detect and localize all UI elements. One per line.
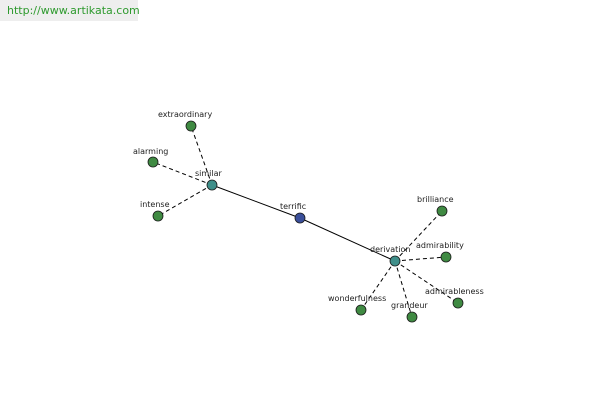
leaf-label-extraordinary[interactable]: extraordinary — [158, 110, 212, 119]
leaf-node-extraordinary[interactable] — [185, 120, 197, 132]
edge-similar-extraordinary — [190, 125, 213, 186]
leaf-label-intense[interactable]: intense — [140, 200, 170, 209]
edge-similar-intense — [157, 184, 213, 217]
center-node-terrific[interactable] — [294, 212, 306, 224]
edge-similar-alarming — [152, 161, 213, 186]
hub-label-derivation[interactable]: derivation — [370, 245, 410, 254]
hub-node-derivation[interactable] — [389, 255, 401, 267]
hub-label-similar[interactable]: similar — [195, 169, 223, 178]
leaf-node-admirableness[interactable] — [452, 297, 464, 309]
leaf-label-admirableness[interactable]: admirableness — [425, 287, 484, 296]
leaf-node-brilliance[interactable] — [436, 205, 448, 217]
source-link[interactable]: http://www.artikata.com — [0, 0, 140, 21]
leaf-node-wonderfulness[interactable] — [355, 304, 367, 316]
edge-terrific-similar — [211, 184, 301, 219]
leaf-label-wonderfulness[interactable]: wonderfulness — [328, 294, 386, 303]
graph-labels: terrific similar derivation extraordinary al… — [133, 110, 484, 310]
center-label-terrific[interactable]: terrific — [280, 202, 306, 211]
leaf-node-grandeur[interactable] — [406, 311, 418, 323]
leaf-node-admirability[interactable] — [440, 251, 452, 263]
leaf-node-intense[interactable] — [152, 210, 164, 222]
leaf-label-grandeur[interactable]: grandeur — [391, 301, 428, 310]
hub-node-similar[interactable] — [206, 179, 218, 191]
leaf-node-alarming[interactable] — [147, 156, 159, 168]
leaf-label-alarming[interactable]: alarming — [133, 147, 168, 156]
edge-derivation-grandeur — [394, 260, 413, 318]
edge-derivation-brilliance — [394, 210, 443, 262]
edge-terrific-derivation — [299, 217, 396, 262]
graph-edges — [152, 125, 459, 318]
edge-derivation-admirability — [394, 256, 447, 262]
leaf-label-admirability[interactable]: admirability — [416, 241, 464, 250]
leaf-label-brilliance[interactable]: brilliance — [417, 195, 454, 204]
edge-derivation-admirableness — [394, 260, 459, 304]
graph-nodes — [147, 120, 464, 323]
edge-derivation-wonderfulness — [360, 260, 396, 311]
